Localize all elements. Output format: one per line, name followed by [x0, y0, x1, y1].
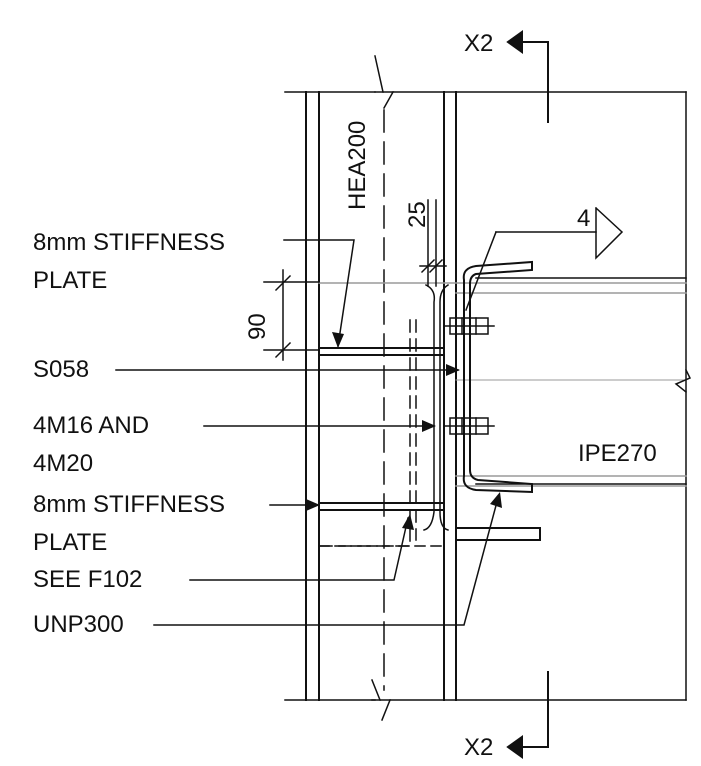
beam-break-symbol: [676, 370, 690, 392]
weld-size-label: 4: [577, 205, 591, 232]
dimension-90: [264, 270, 319, 360]
section-label-top: X2: [464, 30, 494, 57]
unp300-channel: [464, 262, 686, 492]
label-see-f102: SEE F102: [33, 566, 143, 593]
column-label-hea200: HEA200: [344, 120, 371, 210]
base-plate: [319, 528, 540, 546]
section-marker-top: [506, 30, 548, 122]
column-break-lines: [285, 56, 686, 720]
column-hea200-right-flange: [444, 92, 456, 700]
bottom-stiffener-plate: [319, 503, 444, 510]
bolt-lower: [444, 418, 494, 434]
section-label-bottom: X2: [464, 734, 494, 761]
label-bottom-stiffener-line1: 8mm STIFFNESS: [33, 491, 226, 518]
label-bolts-line2: 4M20: [33, 450, 94, 477]
column-web-curves: [424, 285, 448, 530]
see-f102-dashed-outline: [319, 320, 410, 546]
section-marker-bottom: [506, 672, 548, 759]
label-top-stiffener-line2: PLATE: [33, 267, 108, 294]
dimension-label-25: 25: [404, 201, 431, 228]
top-stiffener-plate: [319, 348, 444, 355]
dimension-label-90: 90: [244, 313, 271, 340]
label-unp300: UNP300: [33, 611, 124, 638]
leader-arrowheads: [306, 332, 502, 530]
bolt-upper: [444, 318, 494, 334]
label-bolts-line1: 4M16 AND: [33, 412, 150, 439]
label-top-stiffener-line1: 8mm STIFFNESS: [33, 229, 226, 256]
label-s058: S058: [33, 356, 90, 383]
dimension-25: [420, 200, 446, 286]
weld-symbol: [466, 208, 622, 310]
label-bottom-stiffener-line2: PLATE: [33, 529, 108, 556]
label-beam-ipe270: IPE270: [578, 440, 657, 467]
leader-lines: [116, 240, 498, 625]
column-hea200-left-flange: [306, 92, 319, 700]
